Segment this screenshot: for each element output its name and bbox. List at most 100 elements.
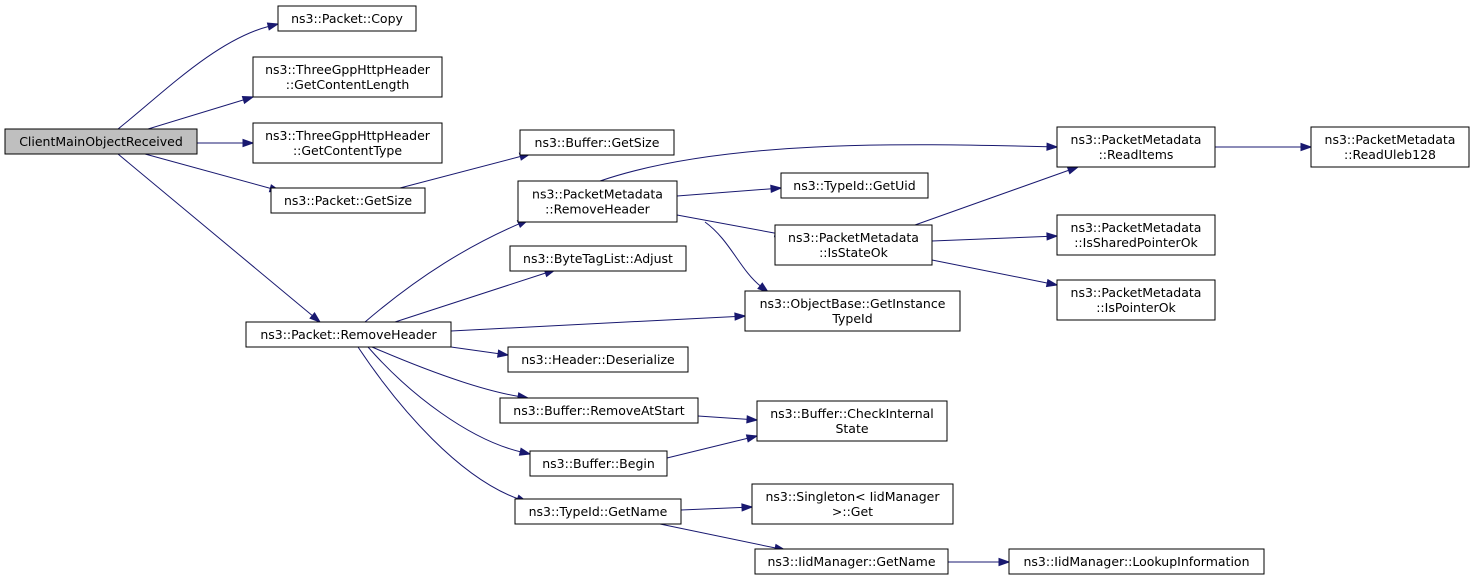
node-box[interactable] [245,321,452,348]
edge-line [680,506,744,511]
node-box[interactable] [744,290,961,332]
node-removeatstart[interactable]: ns3::Buffer::RemoveAtStart [499,397,699,424]
node-contentlength[interactable]: ns3::ThreeGppHttpHeader::GetContentLengt… [252,56,443,98]
node-box[interactable] [751,483,954,525]
node-box[interactable] [1056,279,1216,321]
edge-root-to-packetremoveheader [117,153,322,323]
edge-begin-to-checkinternalstate [666,434,759,459]
edge-arrowhead [745,434,759,443]
node-box[interactable] [754,548,949,575]
edge-packetremoveheader-to-adjust [394,269,557,323]
node-label: ::IsSharedPointerOk [1074,235,1198,250]
node-begin[interactable]: ns3::Buffer::Begin [529,450,668,477]
node-box[interactable] [507,346,689,373]
edge-root-to-copy [117,22,280,130]
edge-metaremoveheader-to-getuid [676,184,783,197]
edge-line [931,259,1049,284]
node-label: ns3::IidManager::LookupInformation [1023,554,1249,569]
node-label: ns3::ThreeGppHttpHeader [265,62,431,77]
node-label: ns3::ThreeGppHttpHeader [265,128,431,143]
node-copy[interactable]: ns3::Packet::Copy [277,5,417,32]
edge-root-to-contenttype [197,138,255,148]
node-box[interactable] [780,172,929,199]
node-label: ::GetContentLength [286,77,410,92]
node-label: ::GetContentType [293,143,402,158]
node-lookupinformation[interactable]: ns3::IidManager::LookupInformation [1008,548,1265,575]
nodes-layer: ClientMainObjectReceived ns3::Packet::Cop… [4,5,1470,575]
edge-packetremoveheader-to-begin [367,346,532,456]
edge-arrowhead [998,557,1011,567]
node-label: >::Get [832,504,873,519]
node-singletonget[interactable]: ns3::Singleton< IidManager>::Get [751,483,954,525]
node-issharedpointerok[interactable]: ns3::PacketMetadata::IsSharedPointerOk [1056,214,1216,256]
edge-line [659,523,777,549]
edge-metaremoveheader-to-getinstancetypeid [704,221,770,293]
node-box[interactable] [499,397,699,424]
node-label: TypeId [831,311,872,326]
node-readitems[interactable]: ns3::PacketMetadata::ReadItems [1056,126,1216,168]
edge-arrowhead [1066,166,1080,175]
edge-line [394,272,547,323]
node-isstateok[interactable]: ns3::PacketMetadata::IsStateOk [774,224,933,266]
node-metaremoveheader[interactable]: ns3::PacketMetadata::RemoveHeader [517,180,678,223]
node-ispointerok[interactable]: ns3::PacketMetadata::IsPointerOk [1056,279,1216,321]
edge-arrowhead [741,503,754,512]
node-adjust[interactable]: ns3::ByteTagList::Adjust [509,245,687,272]
node-label: ns3::Singleton< IidManager [765,489,940,504]
node-contenttype[interactable]: ns3::ThreeGppHttpHeader::GetContentType [252,122,443,164]
node-typeidgetname[interactable]: ns3::TypeId::GetName [514,498,682,525]
edge-isstateok-to-ispointerok [931,259,1059,288]
node-box[interactable] [1056,126,1216,168]
node-packetgetsize[interactable]: ns3::Packet::GetSize [270,187,426,214]
node-label: ns3::Packet::GetSize [284,193,412,208]
edge-packetremoveheader-to-getinstancetypeid [450,312,747,332]
node-box[interactable] [1008,548,1265,575]
node-box[interactable] [4,128,198,155]
node-label: ns3::Buffer::CheckInternal [770,406,934,421]
edge-line [117,153,314,317]
node-getuid[interactable]: ns3::TypeId::GetUid [780,172,929,199]
node-label: ::RemoveHeader [545,202,651,217]
edge-line [676,214,777,234]
node-box[interactable] [774,224,933,266]
edge-metaremoveheader-to-readitems [599,142,1059,182]
node-box[interactable] [529,450,668,477]
edge-arrowhead [1046,142,1059,151]
node-box[interactable] [252,122,443,164]
node-iidgetname[interactable]: ns3::IidManager::GetName [754,548,949,575]
node-box[interactable] [756,400,948,442]
edge-isstateok-to-readitems [914,166,1080,226]
node-readuleb128[interactable]: ns3::PacketMetadata::ReadUleb128 [1310,126,1470,168]
node-box[interactable] [514,498,682,525]
edge-line [676,188,773,197]
edge-arrowhead [1300,142,1313,152]
node-label: ns3::ObjectBase::GetInstance [760,296,946,311]
edge-iidgetname-to-lookupinformation [948,557,1011,567]
node-box[interactable] [517,180,678,223]
edge-arrowhead [746,415,759,424]
edge-arrowhead [266,22,280,31]
edge-arrowhead [309,312,322,323]
node-box[interactable] [1310,126,1470,168]
node-box[interactable] [252,56,443,98]
node-box[interactable] [270,187,426,214]
edge-packetremoveheader-to-typeidgetname [357,346,529,503]
node-label: ns3::Buffer::GetSize [535,135,660,150]
edge-arrowhead [757,282,770,293]
node-label: ns3::TypeId::GetUid [793,178,915,193]
node-deserialize[interactable]: ns3::Header::Deserialize [507,346,689,373]
node-box[interactable] [277,5,417,32]
node-packetremoveheader[interactable]: ns3::Packet::RemoveHeader [245,321,452,348]
edge-arrowhead [518,447,532,456]
node-root[interactable]: ClientMainObjectReceived [4,128,198,155]
node-box[interactable] [1056,214,1216,256]
node-buffergetsize[interactable]: ns3::Buffer::GetSize [519,129,675,156]
node-box[interactable] [509,245,687,272]
node-box[interactable] [519,129,675,156]
edge-line [450,315,737,332]
edge-line [931,235,1049,242]
edge-arrowhead [1045,278,1059,288]
